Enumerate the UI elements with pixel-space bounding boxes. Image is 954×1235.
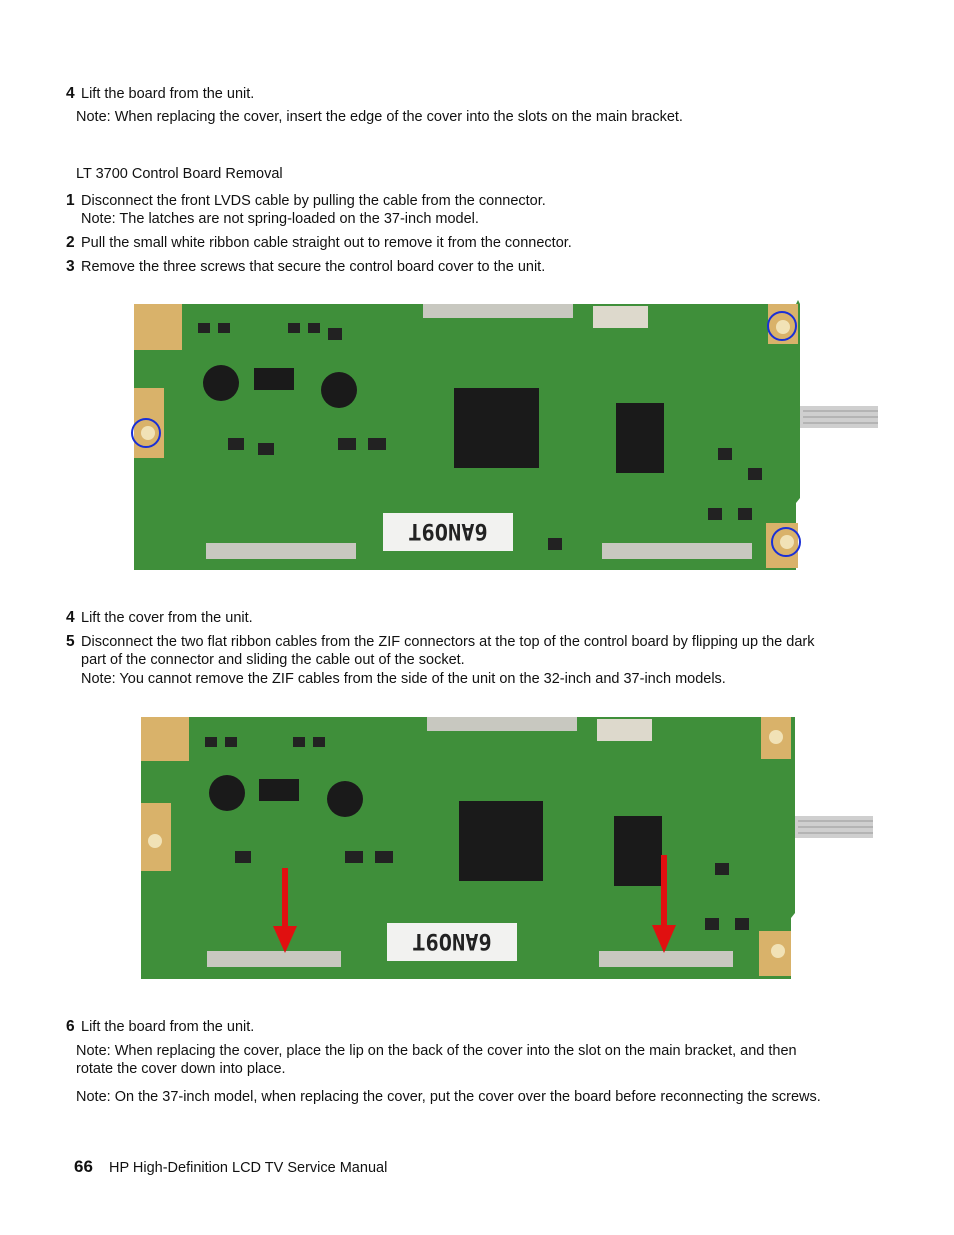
zif-connector-left: [206, 543, 356, 559]
gold-pad: [141, 717, 189, 761]
step-1-note: Note: The latches are not spring-loaded …: [81, 210, 479, 228]
main-chip: [459, 801, 543, 881]
note-text-line1: : When replacing the cover, place the li…: [106, 1043, 797, 1059]
white-connector: [593, 306, 648, 328]
control-board-photo-1: 6ANO9T: [128, 298, 880, 574]
zif-connector-right: [602, 543, 752, 559]
board-label: [383, 513, 513, 551]
step-5-note: Note: You cannot remove the ZIF cables f…: [81, 670, 726, 688]
step-2: 2 Pull the small white ribbon cable strai…: [66, 234, 572, 252]
board-label-text: 6ANO9T: [412, 928, 491, 953]
step-text: Lift the board from the unit.: [81, 1019, 255, 1035]
control-board-photo-2: 6ANO9T: [135, 713, 875, 985]
top-connector: [423, 304, 573, 318]
step-4-top: 4 Lift the board from the unit.: [66, 85, 254, 103]
board-label: [387, 923, 517, 961]
gold-pad: [134, 304, 182, 350]
main-chip: [454, 388, 539, 468]
control-board-image: 6ANO9T: [131, 300, 878, 570]
top-connector: [427, 717, 577, 731]
step-number: 1: [66, 192, 75, 209]
step-5-line2: part of the connector and sliding the ca…: [81, 652, 465, 668]
note-top: Note: When replacing the cover, insert t…: [76, 108, 683, 126]
small-chip: [259, 779, 299, 801]
step-number: 6: [66, 1018, 75, 1035]
zif-connector-right: [599, 951, 733, 967]
step-text-line1: Disconnect the two flat ribbon cables fr…: [81, 634, 815, 650]
note-1: Note: When replacing the cover, place th…: [76, 1042, 797, 1060]
note-label: Note: [76, 1089, 107, 1105]
step-text: Pull the small white ribbon cable straig…: [81, 235, 572, 251]
arrow-left: [273, 868, 297, 953]
control-board-image: 6ANO9T: [141, 717, 873, 979]
memory-chip: [614, 816, 662, 886]
screw-marker-left: [131, 418, 161, 448]
inductor: [203, 365, 239, 401]
footer-title: HP High-Definition LCD TV Service Manual: [108, 1160, 388, 1176]
note-text: : The latches are not spring-loaded on t…: [111, 211, 479, 227]
note-2: Note: On the 37-inch model, when replaci…: [76, 1088, 821, 1106]
note-label: Note: [76, 1043, 107, 1059]
inductor: [327, 781, 363, 817]
step-number: 3: [66, 258, 75, 275]
note-label: Note: [81, 671, 112, 687]
step-number: 4: [66, 85, 75, 102]
step-text: Disconnect the front LVDS cable by pulli…: [81, 193, 546, 209]
inductor: [209, 775, 245, 811]
step-6: 6 Lift the board from the unit.: [66, 1018, 254, 1036]
note-label: Note: [81, 211, 112, 227]
note-text: : You cannot remove the ZIF cables from …: [111, 671, 726, 687]
note-text: : When replacing the cover, insert the e…: [106, 109, 683, 125]
step-5: 5 Disconnect the two flat ribbon cables f…: [66, 633, 814, 651]
section-heading: LT 3700 Control Board Removal: [76, 166, 283, 182]
arrow-right: [652, 855, 676, 953]
inductor: [321, 372, 357, 408]
note-1-line2: rotate the cover down into place.: [76, 1061, 286, 1077]
screw-marker-top-right: [767, 311, 797, 341]
step-number: 4: [66, 609, 75, 626]
board-label-text: 6ANO9T: [408, 518, 487, 543]
step-3: 3 Remove the three screws that secure the…: [66, 258, 545, 276]
step-number: 2: [66, 234, 75, 251]
small-chip: [254, 368, 294, 390]
footer: 66 HP High-Definition LCD TV Service Man…: [74, 1158, 387, 1177]
step-text: Remove the three screws that secure the …: [81, 259, 546, 275]
white-connector: [597, 719, 652, 741]
page-number: 66: [74, 1157, 93, 1176]
zif-connector-left: [207, 951, 341, 967]
step-1: 1 Disconnect the front LVDS cable by pull…: [66, 192, 546, 210]
memory-chip: [616, 403, 664, 473]
note-label: Note: [76, 109, 107, 125]
step-text: Lift the cover from the unit.: [81, 610, 253, 626]
screw-marker-bottom-right: [771, 527, 801, 557]
step-number: 5: [66, 633, 75, 650]
step-4-middle: 4 Lift the cover from the unit.: [66, 609, 253, 627]
note-text: : On the 37-inch model, when replacing t…: [106, 1089, 821, 1105]
step-text: Lift the board from the unit.: [81, 86, 255, 102]
